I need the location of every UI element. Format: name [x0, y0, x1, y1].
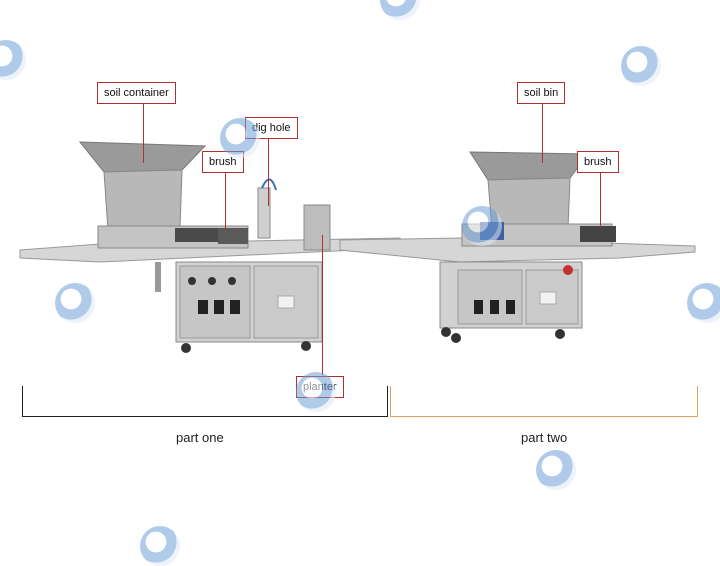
- part-two-label: part two: [521, 430, 568, 445]
- watermark-logo-icon: [462, 206, 502, 246]
- brush-right-leader: [600, 170, 601, 228]
- brush-left-leader: [225, 170, 226, 230]
- watermark-logo-icon: [296, 372, 336, 412]
- callout-soil-container: soil container: [97, 82, 176, 104]
- watermark-logo-icon: [220, 118, 260, 158]
- soil-container-leader: [143, 101, 144, 163]
- part-two-bracket: [390, 386, 698, 417]
- soil-bin-leader: [542, 101, 543, 163]
- seeding-machine-illustration: [19, 141, 696, 353]
- callout-brush-right: brush: [577, 151, 619, 173]
- part-one-label: part one: [176, 430, 224, 445]
- watermark-logo-icon: [536, 450, 576, 490]
- callout-soil-bin: soil bin: [517, 82, 566, 104]
- watermark-logo-icon: [55, 283, 95, 323]
- watermark-logo-icon: [140, 526, 180, 566]
- part-one-bracket: [22, 386, 388, 417]
- watermark-logo-icon: [380, 0, 420, 20]
- watermark-logo-icon: [621, 46, 661, 86]
- dig-hole-leader: [268, 136, 269, 206]
- watermark-logo-icon: [687, 283, 720, 323]
- planter-leader: [322, 235, 323, 375]
